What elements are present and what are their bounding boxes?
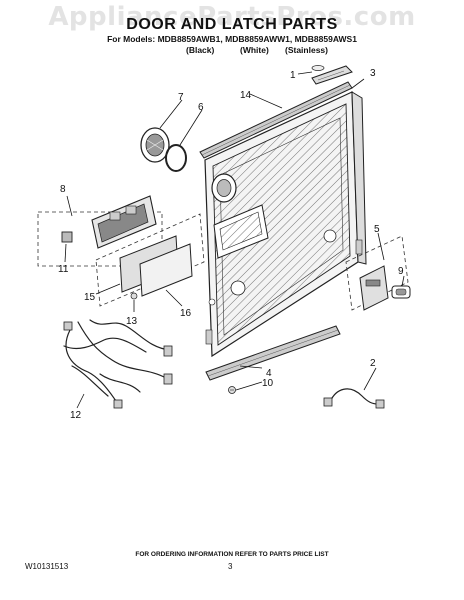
callout-numbers: 1 2 3 4 5 6 7 8 9 10 11 12 13 14 15 16: [58, 68, 404, 421]
callout-4: 4: [266, 368, 272, 379]
callout-11: 11: [58, 264, 69, 275]
callout-5: 5: [374, 224, 380, 235]
vent-trim-strip: [311, 65, 353, 85]
door-switch-cable: [323, 388, 385, 409]
callout-15: 15: [84, 292, 96, 303]
callout-3: 3: [370, 68, 376, 79]
vent-gasket-ring: [165, 144, 187, 172]
strike-trim: [391, 285, 411, 299]
callout-10: 10: [262, 378, 274, 389]
callout-6: 6: [198, 102, 204, 113]
document-id: W10131513: [25, 562, 69, 571]
callout-12: 12: [70, 410, 82, 421]
models-line: For Models: MDB8859AWB1, MDB8859AWW1, MD…: [107, 34, 357, 44]
callout-2: 2: [370, 358, 376, 369]
insulation-plates: [95, 213, 205, 307]
page-title: DOOR AND LATCH PARTS: [126, 16, 338, 33]
callout-1: 1: [290, 70, 296, 81]
wire-harness: [63, 319, 173, 409]
callout-14: 14: [240, 90, 252, 101]
inner-door-panel: [204, 91, 367, 358]
variant-black: (Black): [186, 45, 215, 55]
variant-white: (White): [240, 45, 269, 55]
callout-7: 7: [178, 92, 184, 103]
leader-lines: [64, 71, 405, 409]
ordering-note: FOR ORDERING INFORMATION REFER TO PARTS …: [135, 551, 329, 558]
callout-13: 13: [126, 316, 138, 327]
mounting-screw: [130, 292, 138, 300]
vent-fan-assembly: [140, 127, 170, 163]
callout-8: 8: [60, 184, 66, 195]
screw: [228, 386, 236, 394]
callout-16: 16: [180, 308, 192, 319]
bottom-gasket-strip: [205, 325, 341, 381]
latch-assembly: [37, 195, 163, 267]
callout-9: 9: [398, 266, 404, 277]
door-strike: [345, 235, 409, 311]
page-number: 3: [228, 562, 233, 571]
variant-stainless: (Stainless): [285, 45, 328, 55]
watermark: AppliancePartsPros.com: [48, 2, 416, 32]
latch-cover: [61, 231, 73, 243]
